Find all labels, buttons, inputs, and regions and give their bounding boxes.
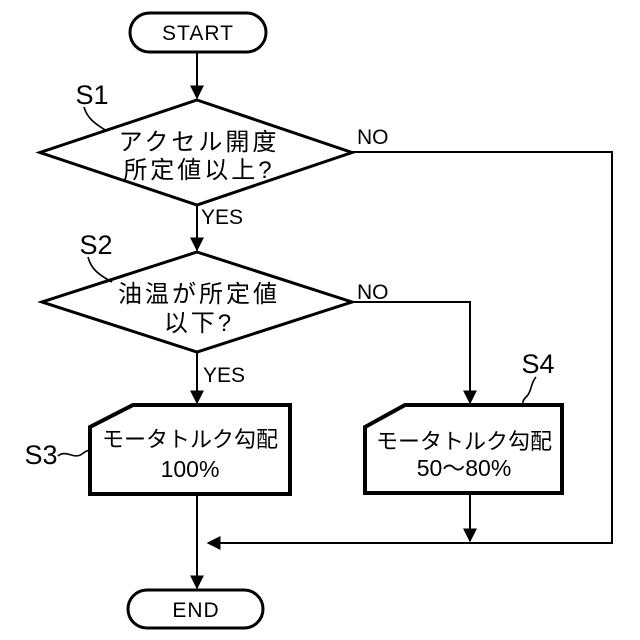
s1-step-label: S1 [75, 80, 108, 110]
start-terminator-shape [128, 11, 268, 54]
s2-diamond-shape [37, 250, 357, 354]
node-s1-decision: アクセル開度 所定値以上? S1 [35, 80, 357, 207]
end-label: END [172, 599, 219, 622]
end-terminator-shape [126, 588, 265, 630]
start-label: START [162, 22, 234, 45]
node-s3-process: モータトルク勾配 100% S3 [24, 403, 292, 496]
node-s4-process: モータトルク勾配 50〜80% S4 [363, 349, 564, 495]
s2-leader-line [87, 256, 113, 283]
s3-step-label: S3 [24, 440, 57, 470]
s4-text-line1: モータトルク勾配 [376, 429, 552, 454]
edge-s1-no-to-merge [206, 151, 613, 550]
node-s2-decision: 油温が所定値 以下? S2 [37, 230, 357, 354]
s3-text-line1: モータトルク勾配 [102, 427, 278, 452]
s1-diamond-shape [35, 98, 357, 207]
s1-leader-line [83, 106, 108, 132]
s2-text-line2: 以下? [164, 310, 234, 337]
label-s1-no: NO [357, 126, 389, 149]
label-s2-no: NO [357, 281, 389, 304]
node-start: START [128, 11, 268, 54]
s4-text-line2: 50〜80% [417, 455, 512, 481]
s4-leader-line [522, 376, 537, 406]
s1-text-line2: 所定値以上? [123, 157, 274, 184]
s3-text-line2: 100% [161, 456, 220, 482]
s4-step-label: S4 [521, 349, 554, 379]
edge-s2-no-to-s4 [352, 301, 477, 405]
s3-box-shape [88, 403, 292, 496]
s3-leader-line [57, 449, 91, 457]
s2-step-label: S2 [79, 230, 112, 260]
label-s1-yes: YES [201, 206, 243, 229]
s1-text-line1: アクセル開度 [119, 129, 280, 156]
node-end: END [126, 588, 265, 630]
s4-box-shape [363, 403, 564, 495]
s2-text-line1: 油温が所定値 [118, 281, 280, 308]
label-s2-yes: YES [203, 364, 245, 387]
